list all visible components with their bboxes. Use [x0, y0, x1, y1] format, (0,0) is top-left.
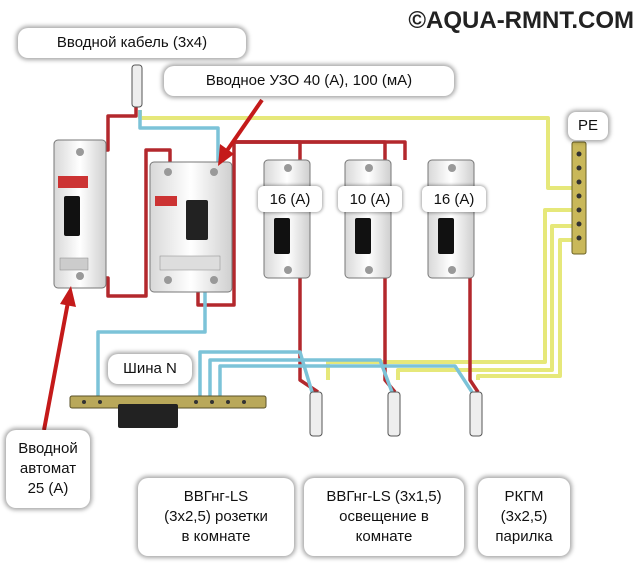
n-bus	[69, 395, 267, 428]
phase-breaker-to-rcd	[92, 148, 172, 298]
neutral-rcd-out	[96, 285, 207, 398]
cable-sauna-label: РКГМ (3х2,5) парилка	[478, 478, 570, 556]
phase-bus-2	[234, 140, 387, 160]
earth-wire-3	[476, 238, 578, 380]
neutral-input	[138, 110, 220, 162]
annotation-arrows	[42, 98, 264, 431]
pe-bus	[571, 141, 587, 255]
neutral-wires	[96, 110, 474, 398]
input-cable-label: Вводной кабель (3х4)	[18, 28, 246, 58]
phase-out-3	[468, 270, 480, 393]
input-breaker-device	[53, 139, 107, 289]
breaker-rating-3: 16 (А)	[422, 186, 486, 212]
cable-lighting-label: ВВГнг-LS (3х1,5) освещение в комнате	[304, 478, 464, 556]
site-watermark: ©AQUA-RMNT.COM	[408, 7, 634, 34]
input-breaker-label: Вводной автомат 25 (А)	[6, 430, 90, 508]
phase-rcd-out	[196, 140, 407, 307]
breaker-rating-1: 16 (А)	[258, 186, 322, 212]
neutral-out-2	[208, 358, 394, 398]
phase-bus-1	[234, 140, 302, 160]
neutral-out-1	[198, 350, 314, 398]
bus-n-label: Шина N	[108, 354, 192, 384]
input-rcd-label: Вводное УЗО 40 (А), 100 (мА)	[164, 66, 454, 96]
group-breaker-3	[427, 159, 475, 279]
breaker-rating-2: 10 (А)	[338, 186, 402, 212]
input-rcd-device	[149, 161, 233, 293]
neutral-out-3	[218, 364, 474, 398]
phase-out-1	[298, 270, 319, 394]
input-cable-end	[131, 64, 143, 108]
earth-wire-2	[396, 224, 578, 380]
group-breaker-1	[263, 159, 311, 279]
pe-label: PE	[568, 112, 608, 140]
output-cable-ends	[309, 391, 483, 437]
cable-sockets-label: ВВГнг-LS (3х2,5) розетки в комнате	[138, 478, 294, 556]
group-breaker-2	[344, 159, 392, 279]
